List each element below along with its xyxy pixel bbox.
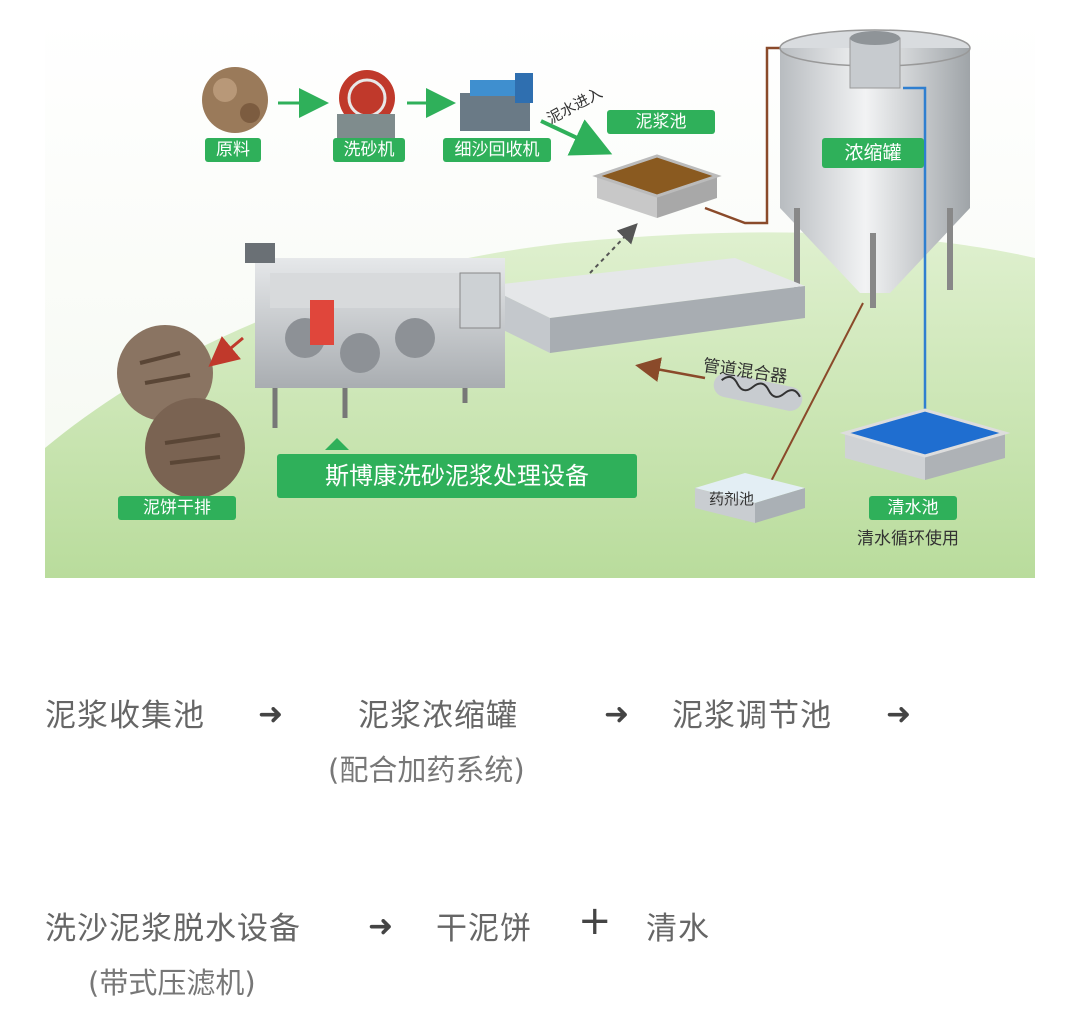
title-pointer (325, 438, 349, 450)
pipe-mixer-image (713, 373, 803, 411)
raw-material-image (202, 67, 268, 133)
flow-arrow-3: ➜ (886, 697, 912, 732)
flow-step-mud-collection: 泥浆收集池 (45, 698, 205, 734)
label-sand-washer: 洗砂机 (333, 138, 405, 162)
flow-plus: + (578, 898, 613, 944)
equipment-title: 斯博康洗砂泥浆处理设备 (277, 454, 637, 498)
flow-note-belt-press: (带式压滤机) (88, 966, 256, 1000)
label-raw-material: 原料 (205, 138, 261, 162)
pipe-thickener-to-chemical (764, 302, 864, 494)
mud-cake-image (117, 325, 245, 498)
label-clear-water-pool: 清水池 (869, 496, 957, 520)
label-fine-sand-recovery: 细沙回收机 (443, 138, 551, 162)
label-mud-pool: 泥浆池 (607, 110, 715, 134)
flow-step-thickener: 泥浆浓缩罐 (358, 698, 518, 734)
process-diagram: 原料 洗砂机 细沙回收机 泥水进入 泥浆池 浓缩罐 管道混合器 药剂池 清水池 … (45, 18, 1035, 579)
mud-pool-image (592, 154, 722, 218)
arrow-press-to-pool (589, 223, 638, 274)
clear-water-pool-image (839, 408, 1011, 480)
label-clear-water-recycle: 清水循环使用 (857, 529, 959, 549)
label-cake-discharge: 泥饼干排 (118, 496, 236, 520)
label-chemical-tank: 药剂池 (709, 490, 755, 508)
sand-washer-image (337, 70, 395, 138)
fine-sand-recovery-image (460, 73, 533, 131)
arrow-mixer-to-press (635, 357, 706, 382)
flow-step-regulating-pool: 泥浆调节池 (672, 698, 832, 734)
arrow-press-to-cake (208, 336, 244, 367)
flow-arrow-1: ➜ (258, 697, 284, 732)
flow-arrow-4: ➜ (368, 909, 394, 944)
flow-note-dosing: (配合加药系统) (328, 753, 525, 787)
flow-step-dry-cake: 干泥饼 (436, 911, 532, 947)
arrow-mud-water-in (540, 119, 613, 156)
pipe-clear-water (903, 86, 938, 438)
belt-filter-press-image (245, 243, 805, 428)
chemical-tank-image (695, 473, 805, 523)
thickener-tank-image (779, 29, 971, 308)
label-thickener: 浓缩罐 (822, 138, 924, 168)
flow-arrow-2: ➜ (604, 697, 630, 732)
flow-step-clear-water: 清水 (646, 911, 710, 947)
flow-step-dewatering: 洗沙泥浆脱水设备 (45, 911, 301, 947)
